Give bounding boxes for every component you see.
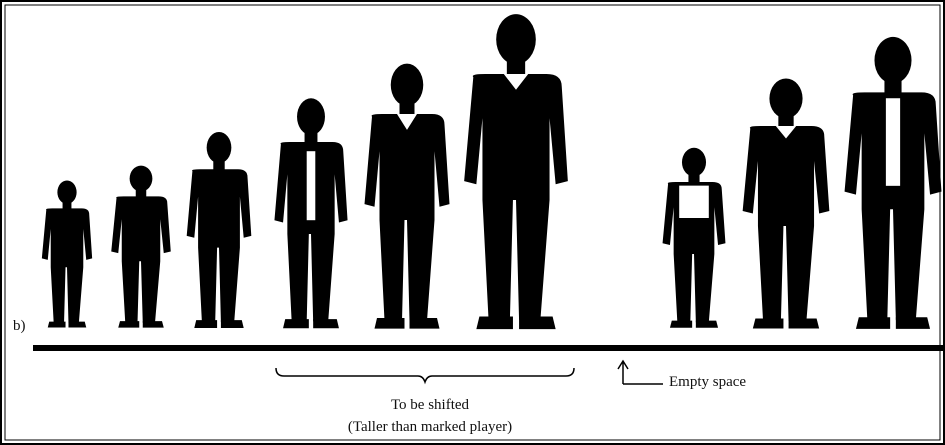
person-silhouette-icon <box>41 180 93 328</box>
panel-label: b) <box>13 318 26 334</box>
person-silhouette-icon <box>662 147 726 328</box>
arrow-up-icon <box>617 359 663 385</box>
bracket-icon <box>275 367 575 385</box>
person-silhouette-icon <box>464 14 568 330</box>
person-silhouette-icon <box>186 131 252 328</box>
person-silhouette-icon <box>742 78 830 329</box>
ground-line <box>33 345 945 351</box>
shift-label: To be shifted <box>390 397 470 413</box>
empty-space-label: Empty space <box>669 374 747 390</box>
person-silhouette-icon <box>274 98 348 329</box>
inner-frame <box>4 4 941 441</box>
shift-sublabel: (Taller than marked player) <box>347 419 513 435</box>
person-silhouette-icon <box>364 63 450 329</box>
person-silhouette-icon <box>111 165 171 328</box>
person-silhouette-icon <box>844 36 942 329</box>
silhouette-group-left <box>41 14 568 330</box>
silhouette-group-right <box>662 36 942 329</box>
